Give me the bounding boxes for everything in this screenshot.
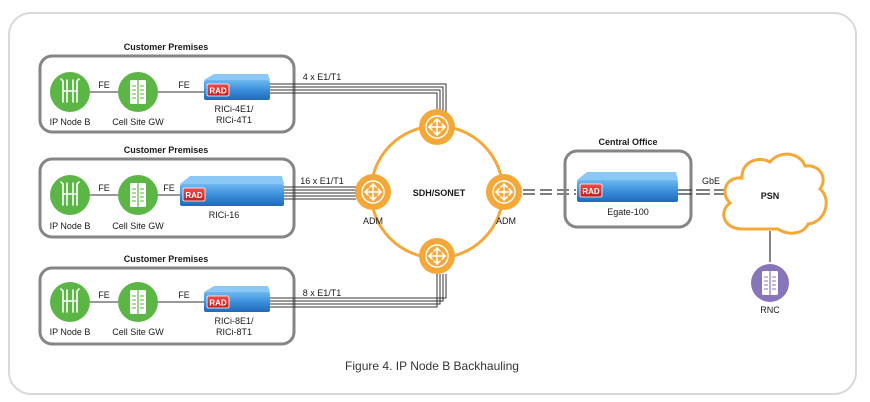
router-icon: [485, 173, 523, 211]
link-label: FE: [98, 80, 110, 90]
cell-site-gw-icon: [117, 174, 159, 216]
rad-logo: RAD: [209, 87, 227, 96]
adm-label: ADM: [496, 216, 516, 226]
gw-label: Cell Site GW: [112, 221, 164, 231]
trunk-label: 16 x E1/T1: [300, 176, 344, 186]
ric-device: RAD: [180, 176, 284, 206]
trunk-line: [270, 274, 447, 299]
ric-device: RAD: [204, 74, 270, 100]
rnc-label: RNC: [760, 305, 780, 315]
antenna-icon: [49, 174, 91, 216]
central-office: Central Office RAD Egate-100: [563, 137, 693, 229]
device-label: RICi-4T1: [216, 115, 252, 125]
antenna-icon: [49, 281, 91, 323]
node-label: IP Node B: [50, 221, 91, 231]
customer-premises-1: Customer Premises FE FE IP Node B Cell S…: [38, 42, 342, 134]
premises-box: [38, 266, 296, 346]
trunk-line: [270, 92, 438, 112]
central-office-box: [563, 149, 693, 229]
node-label: IP Node B: [50, 117, 91, 127]
gw-label: Cell Site GW: [112, 117, 164, 127]
premises-box: [38, 157, 296, 239]
rad-logo: RAD: [209, 299, 227, 308]
ric-device: RAD: [204, 286, 270, 312]
central-office-title: Central Office: [598, 137, 657, 147]
premises-title: Customer Premises: [124, 145, 209, 155]
gbe-link: [678, 189, 728, 195]
premises-box: [38, 54, 296, 134]
trunk-line: [270, 89, 441, 112]
egate-device: RAD: [577, 172, 678, 202]
link-label: FE: [98, 290, 110, 300]
router-icon: [418, 237, 456, 275]
router-icon: [418, 108, 456, 146]
premises-title: Customer Premises: [124, 254, 209, 264]
trunk-bundles: [270, 83, 447, 308]
cell-site-gw-icon: [117, 281, 159, 323]
sdh-sonet-ring: SDH/SONET ADM ADM: [354, 108, 523, 275]
device-label: RICi-8E1/: [214, 316, 254, 326]
device-label: RICi-4E1/: [214, 104, 254, 114]
trunk-line: [270, 274, 441, 305]
trunk-line: [270, 86, 444, 112]
customer-premises-2: Customer Premises FE FE IP Node B Cell S…: [38, 145, 344, 239]
trunk-line: [270, 274, 444, 302]
customer-premises-3: Customer Premises FE FE IP Node B Cell S…: [38, 254, 342, 346]
router-icon: [354, 173, 392, 211]
link-label: FE: [98, 183, 110, 193]
rad-logo: RAD: [185, 191, 203, 200]
cloud-icon: [722, 152, 828, 235]
cell-site-gw-icon: [117, 71, 159, 113]
link-label: FE: [163, 183, 175, 193]
device-label: Egate-100: [607, 207, 649, 217]
trunk-label: 8 x E1/T1: [303, 288, 342, 298]
rnc-node: RNC: [751, 264, 789, 315]
node-label: IP Node B: [50, 327, 91, 337]
adm-label: ADM: [363, 216, 383, 226]
antenna-icon: [49, 71, 91, 113]
gw-label: Cell Site GW: [112, 327, 164, 337]
figure-caption: Figure 4. IP Node B Backhauling: [345, 359, 519, 373]
link-label: FE: [178, 290, 190, 300]
adm-co-link: [523, 189, 576, 195]
link-label: FE: [178, 80, 190, 90]
device-label: RICi-8T1: [216, 327, 252, 337]
psn-label: PSN: [761, 191, 780, 201]
device-label: RICi-16: [209, 210, 240, 220]
rad-logo: RAD: [582, 187, 600, 196]
trunk-line: [270, 83, 447, 112]
psn-cloud: PSN: [722, 152, 828, 235]
gbe-label: GbE: [702, 176, 720, 186]
trunk-line: [270, 274, 438, 308]
premises-title: Customer Premises: [124, 42, 209, 52]
ring-label: SDH/SONET: [413, 188, 466, 198]
trunk-label: 4 x E1/T1: [303, 72, 342, 82]
